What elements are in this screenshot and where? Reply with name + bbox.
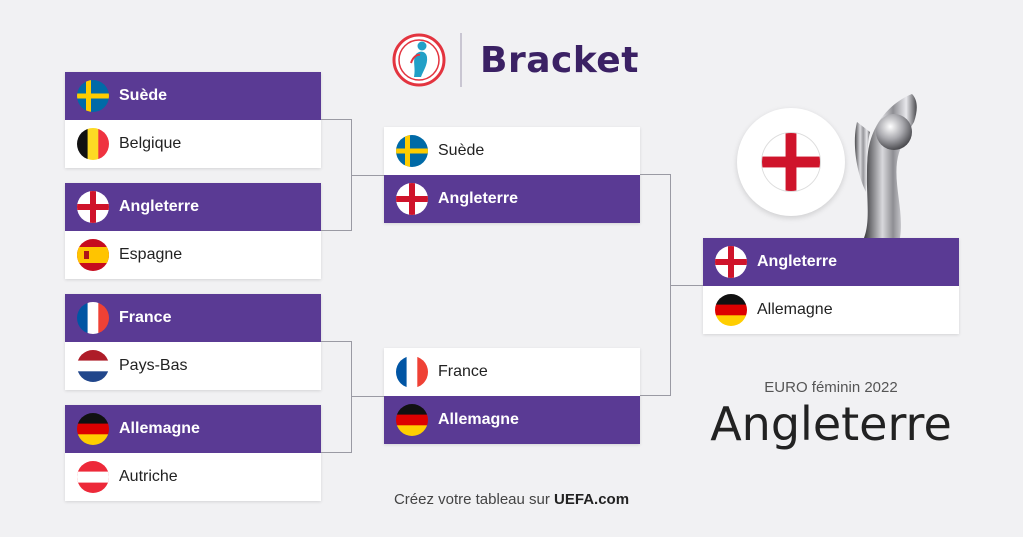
quarterfinal-4: Allemagne Autriche bbox=[65, 405, 321, 501]
team-row[interactable]: Allemagne bbox=[703, 286, 959, 334]
sweden-flag-icon bbox=[396, 135, 428, 167]
logo-divider bbox=[460, 33, 462, 87]
team-name: Allemagne bbox=[119, 420, 200, 437]
team-name: Allemagne bbox=[757, 301, 833, 318]
england-flag-icon bbox=[715, 246, 747, 278]
team-row[interactable]: Angleterre bbox=[65, 183, 321, 231]
footer-text: Créez votre tableau sur bbox=[393, 491, 550, 508]
france-flag-icon bbox=[77, 302, 109, 334]
trophy-icon bbox=[854, 94, 917, 238]
semifinal-2: France Allemagne bbox=[384, 348, 640, 444]
netherlands-flag-icon bbox=[77, 350, 109, 382]
team-name: Pays-Bas bbox=[119, 357, 188, 374]
connector-qf3-qf4 bbox=[321, 341, 352, 453]
team-row[interactable]: Suède bbox=[65, 72, 321, 120]
england-flag-icon bbox=[77, 191, 109, 223]
connector-sf1-sf2 bbox=[640, 174, 671, 396]
team-name: France bbox=[438, 363, 488, 380]
team-name: Allemagne bbox=[438, 411, 519, 428]
team-name: Angleterre bbox=[119, 198, 200, 215]
team-name: Belgique bbox=[119, 135, 182, 152]
quarterfinal-3: France Pays-Bas bbox=[65, 294, 321, 390]
team-row[interactable]: Allemagne bbox=[65, 405, 321, 453]
edition-label: EURO féminin 2022 bbox=[764, 379, 898, 396]
team-name: Suède bbox=[119, 87, 168, 104]
team-name: Espagne bbox=[119, 246, 183, 263]
uefa-link[interactable]: UEFA.com bbox=[554, 491, 630, 508]
england-flag-icon bbox=[762, 133, 820, 191]
team-name: Angleterre bbox=[757, 253, 838, 270]
champion-flag-badge bbox=[737, 108, 845, 216]
team-name: Autriche bbox=[119, 468, 178, 485]
team-name: Angleterre bbox=[438, 190, 519, 207]
team-row[interactable]: Angleterre bbox=[703, 238, 959, 286]
team-row[interactable]: Autriche bbox=[65, 453, 321, 501]
team-row[interactable]: France bbox=[384, 348, 640, 396]
final-match: Angleterre Allemagne bbox=[703, 238, 959, 334]
germany-flag-icon bbox=[396, 404, 428, 436]
spain-flag-icon bbox=[77, 239, 109, 271]
connector-qf1-qf2 bbox=[321, 119, 352, 231]
team-row[interactable]: France bbox=[65, 294, 321, 342]
team-name: Suède bbox=[438, 142, 485, 159]
team-row[interactable]: Angleterre bbox=[384, 175, 640, 223]
sweden-flag-icon bbox=[77, 80, 109, 112]
bracket-title: Bracket bbox=[480, 39, 639, 81]
belgium-flag-icon bbox=[77, 128, 109, 160]
quarterfinal-1: Suède Belgique bbox=[65, 72, 321, 168]
team-row[interactable]: Allemagne bbox=[384, 396, 640, 444]
team-row[interactable]: Suède bbox=[384, 127, 640, 175]
france-flag-icon bbox=[396, 356, 428, 388]
team-row[interactable]: Belgique bbox=[65, 120, 321, 168]
quarterfinal-2: Angleterre Espagne bbox=[65, 183, 321, 279]
team-row[interactable]: Pays-Bas bbox=[65, 342, 321, 390]
semifinal-1: Suède Angleterre bbox=[384, 127, 640, 223]
england-flag-icon bbox=[396, 183, 428, 215]
uefa-women-logo-icon bbox=[392, 33, 446, 87]
champion-name: Angleterre bbox=[710, 397, 952, 451]
footer-cta: Créez votre tableau sur UEFA.com bbox=[0, 491, 1023, 508]
team-row[interactable]: Espagne bbox=[65, 231, 321, 279]
germany-flag-icon bbox=[715, 294, 747, 326]
team-name: France bbox=[119, 309, 172, 326]
bracket-logo: Bracket bbox=[392, 33, 639, 87]
germany-flag-icon bbox=[77, 413, 109, 445]
austria-flag-icon bbox=[77, 461, 109, 493]
